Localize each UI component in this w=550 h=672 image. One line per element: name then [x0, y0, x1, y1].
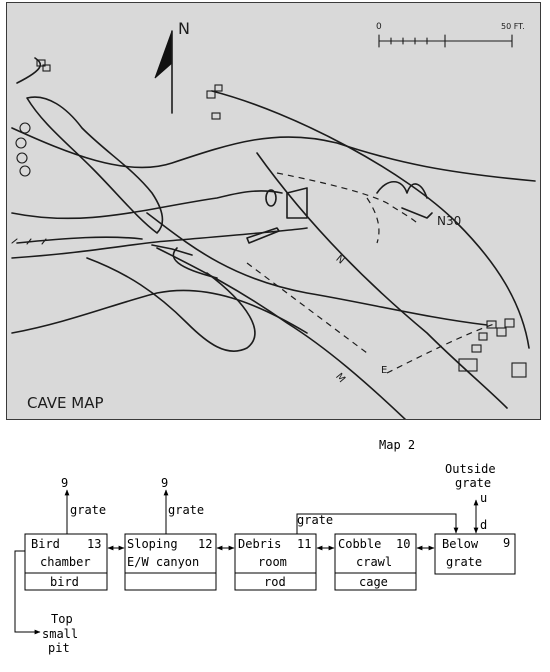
cave-map-title: CAVE MAP [27, 394, 104, 412]
room-item: bird [50, 575, 79, 589]
room-name: room [258, 555, 287, 569]
room-11: Debris 11 room rod [234, 533, 317, 591]
room-name: Below [442, 537, 479, 551]
target-label: 9 [161, 476, 168, 490]
room-10: Cobble 10 crawl cage [334, 533, 417, 591]
target-label: 9 [61, 476, 68, 490]
room-name: chamber [40, 555, 91, 569]
room-name: E/W canyon [127, 555, 199, 569]
room-name: crawl [356, 555, 392, 569]
room-name: Cobble [338, 537, 381, 551]
grate-label: grate [168, 503, 204, 517]
room-number: 13 [87, 537, 101, 551]
pit-label: small [42, 627, 78, 641]
room-number: 9 [503, 536, 510, 550]
room-name: Sloping [127, 537, 178, 551]
route-e-label: E [381, 365, 387, 376]
room-name: Bird [31, 537, 60, 551]
scale-start-label: 0 [376, 22, 382, 32]
outside-label: grate [455, 476, 491, 490]
n30-label: N30 [437, 214, 461, 228]
room-12: Sloping 12 E/W canyon [124, 533, 217, 591]
scale-end-label: 50 FT. [501, 22, 525, 31]
room-number: 10 [396, 537, 410, 551]
grate-label: grate [70, 503, 106, 517]
north-label: N [178, 19, 190, 38]
room-item: rod [264, 575, 286, 589]
room-diagram: Map 2 Bird 13 chamber bird Sloping 12 E/… [14, 438, 516, 655]
room-13: Bird 13 chamber bird [24, 533, 108, 591]
pit-label: Top [51, 612, 73, 626]
down-label: d [480, 518, 487, 532]
outside-label: Outside [445, 462, 496, 476]
grate-link-12: 9 grate [161, 476, 204, 534]
room-name: Debris [238, 537, 281, 551]
cave-map: N 0 50 FT. N30 N E M CAVE MAP [6, 2, 541, 420]
outside-grate-link: Outside grate u d [445, 462, 496, 534]
grate-bypass: grate [296, 513, 459, 534]
room-name: grate [446, 555, 482, 569]
grate-link-13: 9 grate [61, 476, 106, 534]
diagram-title: Map 2 [379, 438, 415, 452]
room-number: 11 [297, 537, 311, 551]
route-n-label: N [333, 253, 346, 266]
room-9: Below 9 grate [434, 533, 516, 575]
room-item: cage [359, 575, 388, 589]
up-label: u [480, 491, 487, 505]
room-number: 12 [198, 537, 212, 551]
pit-label: pit [48, 641, 70, 655]
cave-map-drawing: N 0 50 FT. N30 N E M CAVE MAP [11, 19, 536, 419]
pit-link: Top small pit [14, 550, 78, 655]
grate-label: grate [297, 513, 333, 527]
route-m-label: M [333, 371, 347, 385]
